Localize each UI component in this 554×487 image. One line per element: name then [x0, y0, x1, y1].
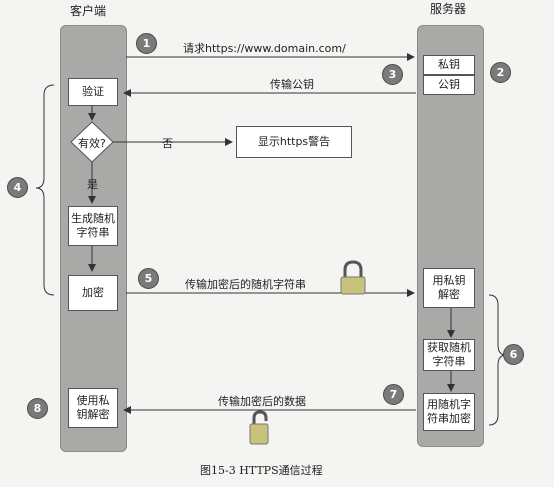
message-3-label: 传输公钥 — [270, 78, 314, 91]
lock-closed-icon — [340, 260, 366, 295]
private-key-box: 私钥 — [423, 55, 475, 75]
message-1-label: 请求https://www.domain.com/ — [183, 42, 346, 55]
step-8-circle: 8 — [27, 398, 48, 419]
step-1-circle: 1 — [136, 33, 157, 54]
step-6-circle: 6 — [503, 344, 524, 365]
message-5-label: 传输加密后的随机字符串 — [185, 278, 306, 291]
decrypt-with-private-box: 用私钥 解密 — [423, 268, 475, 308]
server-lane-title: 服务器 — [430, 2, 467, 16]
message-7-label: 传输加密后的数据 — [218, 395, 306, 408]
https-warning-box: 显示https警告 — [236, 126, 352, 158]
figure-caption: 图15-3 HTTPS通信过程 — [200, 464, 323, 477]
verify-box: 验证 — [68, 78, 118, 106]
no-label: 否 — [162, 137, 173, 150]
client-lane-title: 客户端 — [70, 4, 107, 18]
decrypt-private-key-box: 使用私 钥解密 — [68, 388, 118, 428]
generate-string-box: 生成随机 字符串 — [68, 206, 118, 246]
obtain-string-box: 获取随机 字符串 — [423, 339, 475, 371]
valid-label: 有效? — [78, 137, 106, 150]
encrypt-box: 加密 — [68, 275, 118, 311]
step-4-circle: 4 — [7, 177, 28, 198]
encrypt-with-string-box: 用随机字 符串加密 — [423, 393, 475, 431]
step-2-circle: 2 — [490, 62, 511, 83]
yes-label: 是 — [87, 178, 98, 191]
step-7-circle: 7 — [383, 384, 404, 405]
step-5-circle: 5 — [138, 268, 159, 289]
step-3-circle: 3 — [382, 64, 403, 85]
valid-decision-diamond — [70, 121, 114, 163]
lock-open-icon — [249, 410, 269, 445]
public-key-box: 公钥 — [423, 75, 475, 95]
